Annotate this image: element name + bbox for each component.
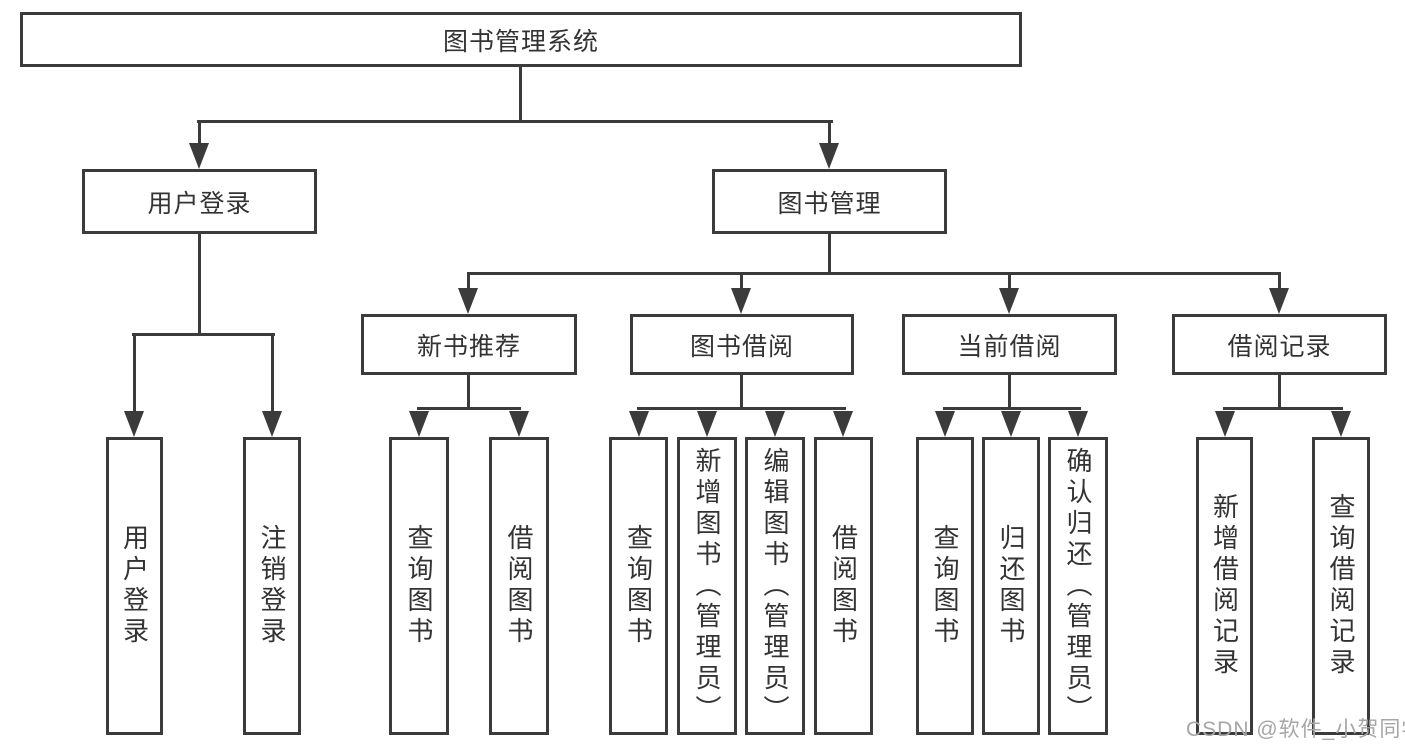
node-label: 图书借阅 xyxy=(689,332,794,361)
leaf-query-books-2: 查询图书 xyxy=(609,437,668,735)
node-label: 用户登录 xyxy=(147,189,252,218)
node-label: 图书管理 xyxy=(777,189,882,218)
arrowhead-down-icon xyxy=(999,288,1019,314)
arrowhead-down-icon xyxy=(458,288,478,314)
node-borrowing-records: 借阅记录 xyxy=(1172,314,1387,375)
node-label: 用户登录 xyxy=(119,524,150,648)
leaf-confirm-return-admin: 确认归还（管理员） xyxy=(1048,437,1108,735)
leaf-query-borrow-record: 查询借阅记录 xyxy=(1312,437,1370,735)
leaf-borrow-books-2: 借阅图书 xyxy=(814,437,873,735)
connector-line xyxy=(133,333,136,413)
arrowhead-down-icon xyxy=(1068,411,1088,437)
leaf-query-books-3: 查询图书 xyxy=(916,437,974,735)
node-label: 查询图书 xyxy=(404,524,434,648)
arrowhead-down-icon xyxy=(765,411,785,437)
connector-line xyxy=(467,375,470,410)
connector-line xyxy=(519,67,522,123)
node-label: 借阅图书 xyxy=(504,524,534,648)
arrowhead-down-icon xyxy=(833,411,853,437)
connector-line xyxy=(417,407,521,410)
connector-line xyxy=(1223,407,1343,410)
csdn-watermark: CSDN @软件_小贺同学 xyxy=(1186,718,1405,741)
leaf-user-login: 用户登录 xyxy=(106,437,163,735)
connector-line xyxy=(828,234,831,275)
connector-line xyxy=(467,272,1281,275)
connector-line xyxy=(1278,272,1281,290)
node-book-borrowing: 图书借阅 xyxy=(630,314,854,375)
arrowhead-down-icon xyxy=(697,411,717,437)
node-current-borrowing: 当前借阅 xyxy=(902,314,1117,375)
node-label: 确认归还（管理员） xyxy=(1063,446,1093,726)
connector-line xyxy=(1278,375,1281,410)
leaf-query-books-1: 查询图书 xyxy=(389,437,449,735)
arrowhead-down-icon xyxy=(1001,411,1021,437)
leaf-edit-books-admin: 编辑图书（管理员） xyxy=(745,437,805,735)
arrowhead-down-icon xyxy=(1331,411,1351,437)
node-new-book-recommendation: 新书推荐 xyxy=(361,314,577,375)
connector-line xyxy=(740,272,743,290)
node-label: 新增借阅记录 xyxy=(1209,493,1240,679)
arrowhead-down-icon xyxy=(124,411,144,437)
connector-line xyxy=(197,120,833,123)
node-label: 查询借阅记录 xyxy=(1326,493,1356,679)
node-label: 借阅记录 xyxy=(1227,332,1332,361)
node-label: 图书管理系统 xyxy=(442,27,599,56)
connector-line xyxy=(740,375,743,410)
arrowhead-down-icon xyxy=(1215,411,1235,437)
connector-line xyxy=(467,272,470,290)
node-label: 查询图书 xyxy=(623,524,654,648)
connector-line xyxy=(637,407,846,410)
connector-line xyxy=(198,120,201,145)
connector-line xyxy=(1008,272,1011,290)
node-user-login: 用户登录 xyxy=(82,169,317,234)
arrowhead-down-icon xyxy=(189,143,209,169)
arrowhead-down-icon xyxy=(409,411,429,437)
arrowhead-down-icon xyxy=(935,411,955,437)
connector-line xyxy=(132,333,275,336)
connector-line xyxy=(271,333,274,413)
node-book-management: 图书管理 xyxy=(712,169,947,234)
node-label: 查询图书 xyxy=(930,524,960,648)
arrowhead-down-icon xyxy=(509,411,529,437)
leaf-add-books-admin: 新增图书（管理员） xyxy=(677,437,737,735)
connector-line xyxy=(943,407,1081,410)
arrowhead-down-icon xyxy=(1269,288,1289,314)
arrowhead-down-icon xyxy=(731,288,751,314)
arrowhead-down-icon xyxy=(262,411,282,437)
leaf-return-books: 归还图书 xyxy=(982,437,1040,735)
leaf-logout: 注销登录 xyxy=(243,437,301,735)
connector-line xyxy=(1008,375,1011,410)
node-label: 新增图书（管理员） xyxy=(692,446,722,726)
node-label: 借阅图书 xyxy=(828,524,859,648)
node-label: 归还图书 xyxy=(996,524,1026,648)
node-label: 编辑图书（管理员） xyxy=(760,446,790,726)
arrowhead-down-icon xyxy=(629,411,649,437)
node-label: 新书推荐 xyxy=(416,332,521,361)
connector-line xyxy=(828,120,831,145)
leaf-add-borrow-record: 新增借阅记录 xyxy=(1196,437,1253,735)
node-root-library-system: 图书管理系统 xyxy=(20,12,1022,67)
node-label: 当前借阅 xyxy=(957,332,1062,361)
node-label: 注销登录 xyxy=(257,524,287,648)
arrowhead-down-icon xyxy=(819,143,839,169)
connector-line xyxy=(198,234,201,336)
leaf-borrow-books-1: 借阅图书 xyxy=(489,437,549,735)
